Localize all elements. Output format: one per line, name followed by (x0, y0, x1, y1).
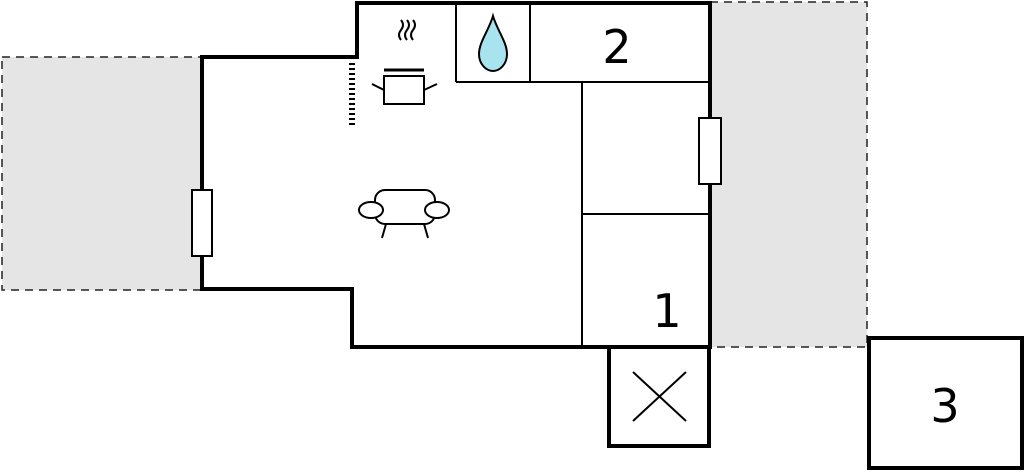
window-left (191, 189, 213, 257)
window-right (698, 117, 722, 185)
water-drop-icon (477, 12, 509, 73)
building-3 (867, 336, 1024, 470)
void-room (607, 345, 711, 448)
room-2-label: 2 (602, 20, 631, 74)
room-1-label: 1 (652, 284, 681, 338)
room-3-label: 3 (930, 379, 959, 433)
terrace-left (1, 56, 203, 291)
cross-icon (632, 371, 687, 422)
cooking-pot-icon (371, 19, 438, 105)
terrace-right (709, 1, 868, 348)
sofa-icon (358, 189, 450, 239)
